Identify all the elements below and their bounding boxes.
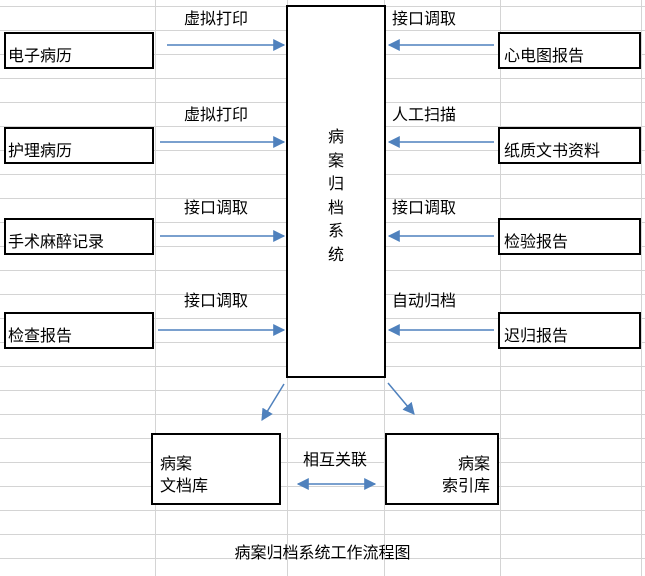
arrow-to-document-library [261,383,285,422]
document-library-line2: 文档库 [160,476,209,495]
archive-system-char: 案 [327,150,344,170]
source-label-exam: 检查报告 [8,326,73,345]
method-label-exam: 接口调取 [184,291,249,310]
archive-system-label: 病 案 归 档 系 统 [288,125,384,266]
archive-system-char: 病 [327,127,344,146]
index-library-line2: 索引库 [441,476,490,495]
archive-system-box: 病 案 归 档 系 统 [286,5,386,378]
source-box-nursing [4,127,154,164]
arrow-to-index-library [387,382,415,415]
source-label-surgery: 手术麻醉记录 [8,232,105,251]
document-library-box: 病案 文档库 [151,433,281,505]
method-label-late: 自动归档 [392,291,457,310]
index-library-line1: 病案 [457,454,490,473]
source-box-paper [498,127,641,164]
source-box-lab [498,218,641,255]
source-label-late: 迟归报告 [504,326,569,345]
index-library-label: 病案 索引库 [442,453,490,497]
source-box-late [498,312,641,349]
link-label: 相互关联 [303,450,368,469]
source-label-emr: 电子病历 [8,46,73,65]
source-box-emr [4,32,154,69]
method-label-lab: 接口调取 [392,198,457,217]
source-box-exam [4,312,154,349]
method-label-nursing: 虚拟打印 [184,105,249,124]
diagram-caption: 病案归档系统工作流程图 [234,543,411,562]
document-library-label: 病案 文档库 [160,453,208,497]
source-label-ecg: 心电图报告 [504,46,585,65]
source-box-surgery [4,218,154,255]
source-box-ecg [498,32,641,69]
source-label-lab: 检验报告 [504,232,569,251]
method-label-paper: 人工扫描 [392,105,457,124]
method-label-ecg: 接口调取 [392,9,457,28]
method-label-emr: 虚拟打印 [184,9,249,28]
source-label-nursing: 护理病历 [8,141,73,160]
source-label-paper: 纸质文书资料 [504,141,601,160]
document-library-line1: 病案 [160,454,193,473]
archive-system-char: 统 [327,244,344,264]
archive-system-char: 档 [327,197,344,217]
index-library-box: 病案 索引库 [385,433,499,505]
method-label-surgery: 接口调取 [184,198,249,217]
archive-system-char: 系 [327,221,344,240]
archive-system-char: 归 [327,174,344,193]
